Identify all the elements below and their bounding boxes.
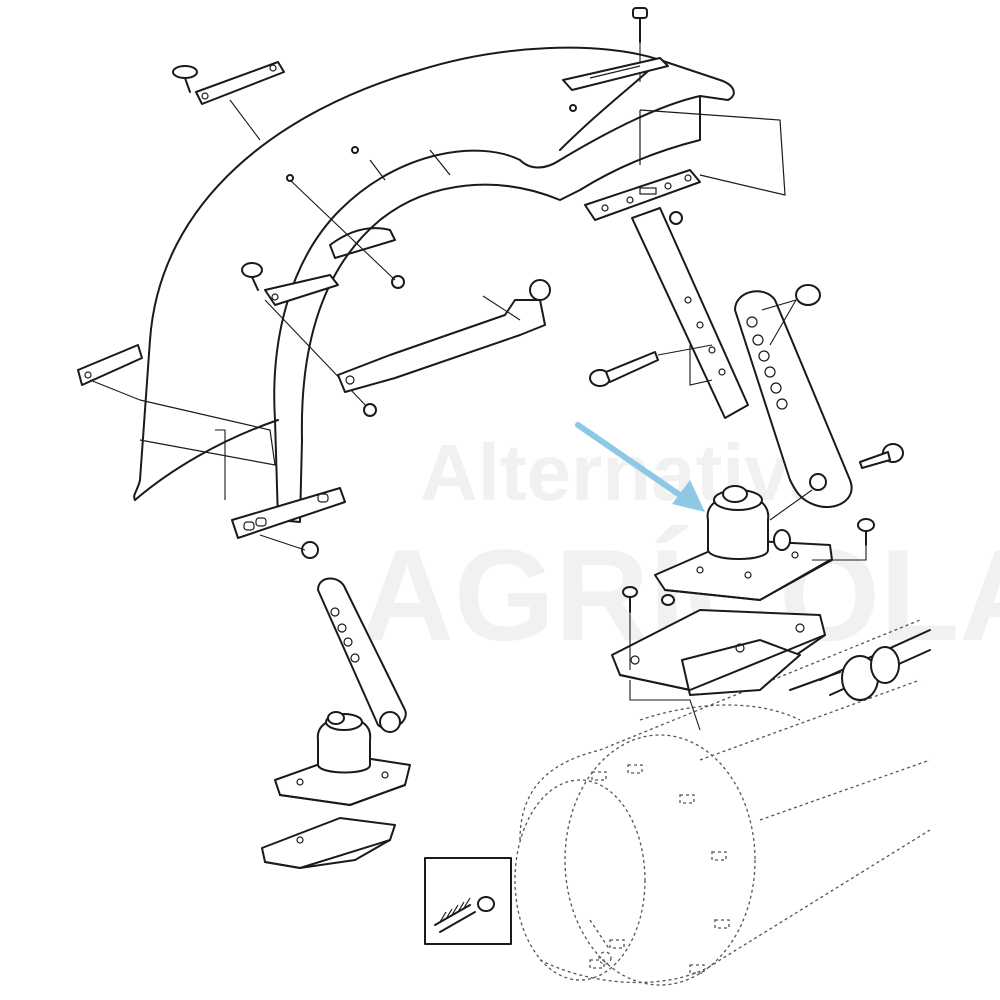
right-bracket-plate [584, 169, 701, 225]
watermark: Alternativa AGRÍCOLA [360, 428, 1000, 668]
upper-mount-assembly [654, 485, 833, 601]
wheel-studs [589, 764, 730, 974]
top-slot-plate [562, 57, 669, 91]
adjustable-arm-left [317, 577, 407, 733]
axle-housing [514, 619, 931, 986]
lower-left-strap [77, 344, 143, 401]
long-strap-bracket [289, 179, 551, 393]
lower-mount-plate [611, 609, 826, 731]
fender-extension [139, 109, 786, 466]
spring-detail-icon [434, 896, 495, 933]
top-bolt [632, 7, 648, 82]
left-small-bracket [241, 262, 377, 417]
left-mount-assembly [274, 711, 411, 806]
adjustable-arm-right [734, 284, 853, 508]
long-bolt [589, 344, 713, 387]
left-base-plate [261, 817, 396, 869]
arm-bolt [859, 443, 904, 469]
spring-detail-inset [424, 857, 512, 945]
right-support-bar [631, 207, 749, 419]
upper-left-strap [172, 61, 285, 141]
plate-bolts [622, 518, 875, 670]
arrow-icon [575, 422, 705, 512]
fender-foot-plate [215, 429, 346, 559]
drive-shaft [789, 629, 931, 701]
watermark-line1: Alternativa [420, 428, 834, 517]
